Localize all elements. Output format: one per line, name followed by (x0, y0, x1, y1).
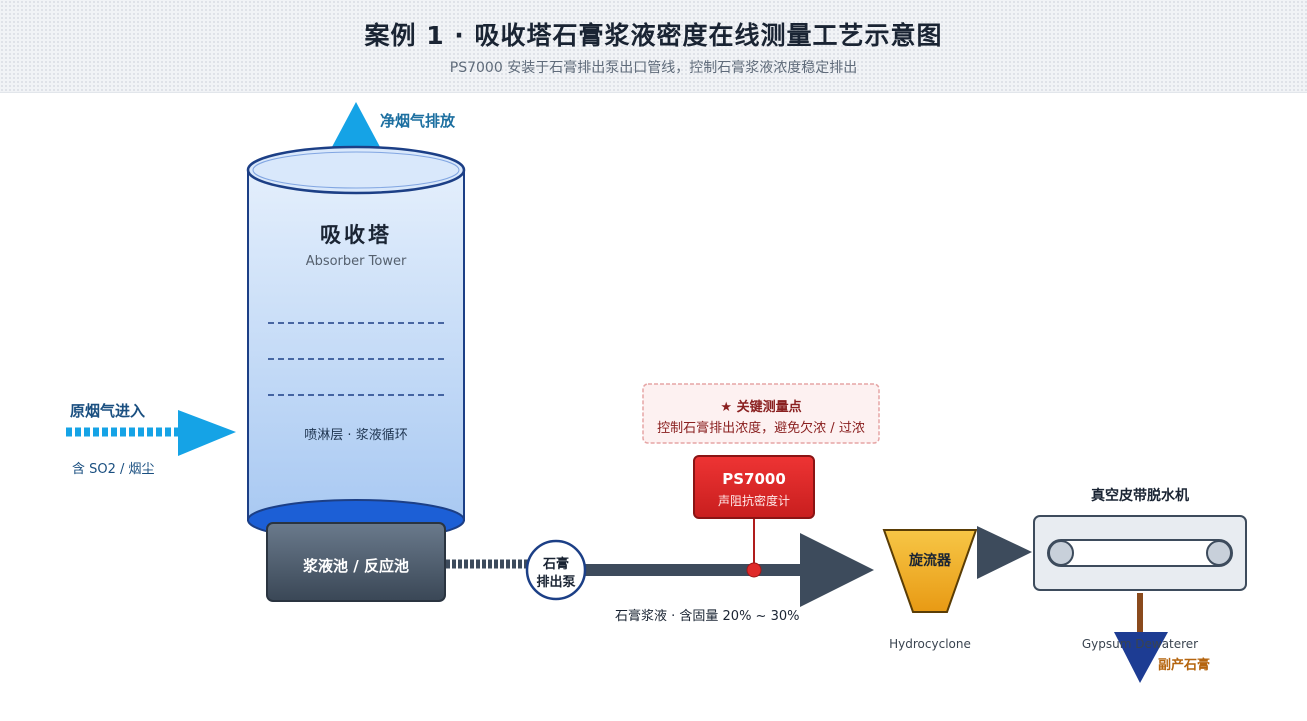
conveyor-belt (1047, 539, 1233, 567)
header-banner: 案例 1 · 吸收塔石膏浆液密度在线测量工艺示意图 PS7000 安装于石膏排出… (0, 0, 1307, 93)
meter-subtitle: 声阻抗密度计 (717, 494, 790, 508)
measurement-point-marker (746, 562, 762, 578)
meter-title: PS7000 (722, 470, 786, 488)
hydrocyclone (882, 529, 978, 613)
absorber-tower (246, 145, 466, 541)
byproduct-arrow (1114, 593, 1168, 683)
byproduct-label: 副产石膏 (1158, 658, 1211, 673)
slurry-tank (266, 522, 446, 602)
exhaust-label: 净烟气排放 (380, 112, 456, 130)
inlet-label: 原烟气进入 (70, 402, 146, 420)
pipe-slurry-label: 石膏浆液 · 含固量 20% ~ 30% (615, 609, 800, 624)
ps7000-meter (693, 455, 815, 578)
inlet-sub-label: 含 SO2 / 烟尘 (72, 462, 155, 477)
cyclone-label-en: Hydrocyclone (889, 637, 971, 651)
tower-name-en: Absorber Tower (305, 254, 407, 269)
cyclone-label: 旋流器 (909, 553, 951, 569)
discharge-pump (525, 539, 587, 601)
key-measurement-title: ★ 关键测量点 (720, 400, 802, 415)
page-subtitle: PS7000 安装于石膏排出泵出口管线，控制石膏浆液浓度稳定排出 (449, 60, 858, 76)
dewaterer-label: 真空皮带脱水机 (1091, 488, 1189, 504)
inlet-arrow (66, 410, 236, 456)
flow-arrow-to-dewaterer (977, 526, 1032, 579)
pump-label-line2: 排出泵 (536, 575, 576, 590)
dewaterer-label-en: Gypsum Dewaterer (1081, 637, 1199, 651)
page-title: 案例 1 · 吸收塔石膏浆液密度在线测量工艺示意图 (364, 21, 943, 50)
flow-arrow-to-cyclone (800, 533, 874, 607)
spray-layer-label: 喷淋层 · 浆液循环 (304, 428, 408, 443)
belt-roller-left (1048, 540, 1074, 566)
tank-label: 浆液池 / 反应池 (303, 557, 409, 575)
tower-name: 吸收塔 (320, 223, 392, 247)
key-measurement-desc: 控制石膏排出浓度，避免欠浓 / 过浓 (657, 421, 865, 436)
discharge-pipe (580, 564, 805, 576)
pump-label-line1: 石膏 (542, 557, 569, 572)
key-measurement-callout (642, 383, 880, 444)
vacuum-belt-filter (1033, 515, 1247, 591)
belt-roller-right (1206, 540, 1232, 566)
